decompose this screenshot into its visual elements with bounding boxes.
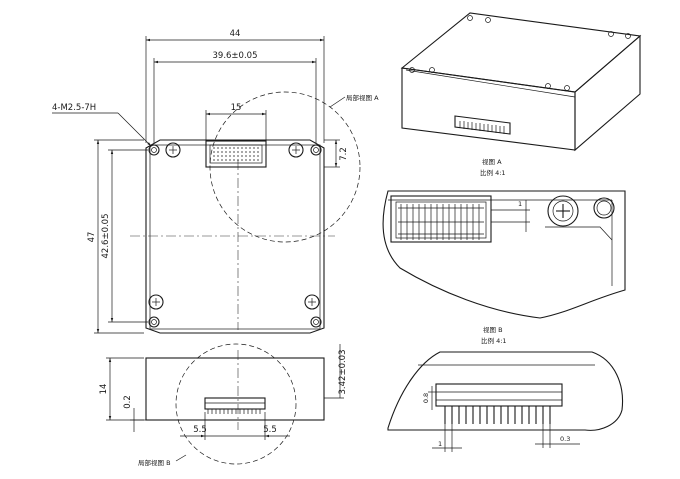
mounting-hole-tl (148, 144, 160, 156)
dim-thickness-text: 14 (99, 384, 109, 395)
detail-b-callout-circle (175, 343, 297, 465)
detail-b: 视图 B 比例 4:1 0.8 1 0.3 (387, 325, 624, 452)
iso-screw (429, 67, 435, 73)
detail-b-width-text: 0.3 (560, 435, 570, 443)
iso-top-face (400, 12, 642, 93)
detail-a-hole (593, 197, 615, 219)
iso-screw (467, 15, 473, 21)
dim-base-text: 0.2 (123, 395, 133, 409)
detail-a-callout-label: 局部视图 A (346, 93, 379, 102)
thread-note-leader (117, 112, 152, 147)
screw-br (304, 294, 320, 310)
iso-edge (405, 69, 576, 98)
detail-b-title: 视图 B (483, 325, 503, 334)
iso-connector (454, 115, 511, 135)
detail-b-height-text: 0.8 (422, 393, 430, 403)
screw-tl (165, 142, 181, 158)
detail-b-connector (435, 383, 563, 424)
dim-right-text: 5.5 (263, 425, 277, 435)
detail-a: 视图 A 比例 4:1 1 (382, 157, 626, 319)
screw-bl (148, 294, 164, 310)
detail-a-title: 视图 A (482, 157, 502, 166)
iso-screw (608, 31, 614, 37)
side-view: 局部视图 B 14 0.2 3.42±0.03 5.5 5.5 (99, 343, 348, 467)
dim-left-text: 5.5 (193, 425, 207, 435)
detail-a-outline (382, 190, 626, 319)
mounting-hole-br (310, 316, 322, 328)
detail-b-outline (387, 351, 624, 431)
dim-connector-height-text: 3.42±0.03 (338, 350, 348, 395)
detail-a-hole-inner (596, 200, 612, 216)
top-view-inner-outline (149, 144, 321, 330)
top-view: 局部视图 A 44 39.6±0.05 15 4-M2.5-7H 47 42.6… (52, 29, 379, 334)
detail-a-connector (390, 195, 492, 243)
mounting-hole-bl (148, 316, 160, 328)
top-view-outline (145, 139, 325, 334)
detail-b-leader (175, 454, 187, 462)
mounting-hole-tr (310, 144, 322, 156)
dim-width-text: 44 (230, 29, 241, 39)
dim-hole-spacing-text: 39.6±0.05 (213, 51, 258, 61)
screw-tr (288, 142, 304, 158)
detail-a-screw (547, 195, 579, 227)
side-connector (204, 397, 266, 414)
detail-b-callout-label: 局部视图 B (138, 458, 171, 467)
detail-a-pitch-text: 1 (518, 200, 522, 208)
isometric-view (400, 12, 642, 152)
iso-screw (545, 83, 551, 89)
detail-a-callout-circle (209, 91, 361, 243)
thread-note: 4-M2.5-7H (52, 103, 96, 113)
side-view-outline (145, 357, 325, 421)
iso-front-face (401, 67, 576, 151)
detail-b-pitch-text: 1 (438, 440, 442, 448)
detail-b-scale: 比例 4:1 (481, 336, 507, 345)
dim-hole-height-text: 42.6±0.05 (101, 214, 111, 259)
iso-screw (564, 85, 570, 91)
dim-height-text: 47 (87, 232, 97, 243)
detail-a-scale: 比例 4:1 (480, 168, 506, 177)
iso-side-face (574, 34, 641, 152)
dim-connector-text: 15 (231, 103, 242, 113)
iso-screw (485, 17, 491, 23)
detail-a-step (545, 226, 613, 241)
top-connector (205, 140, 267, 168)
dim-offset-text: 7.2 (339, 147, 349, 161)
detail-a-leader (329, 96, 346, 108)
iso-screw (625, 33, 631, 39)
iso-screw (409, 67, 415, 73)
